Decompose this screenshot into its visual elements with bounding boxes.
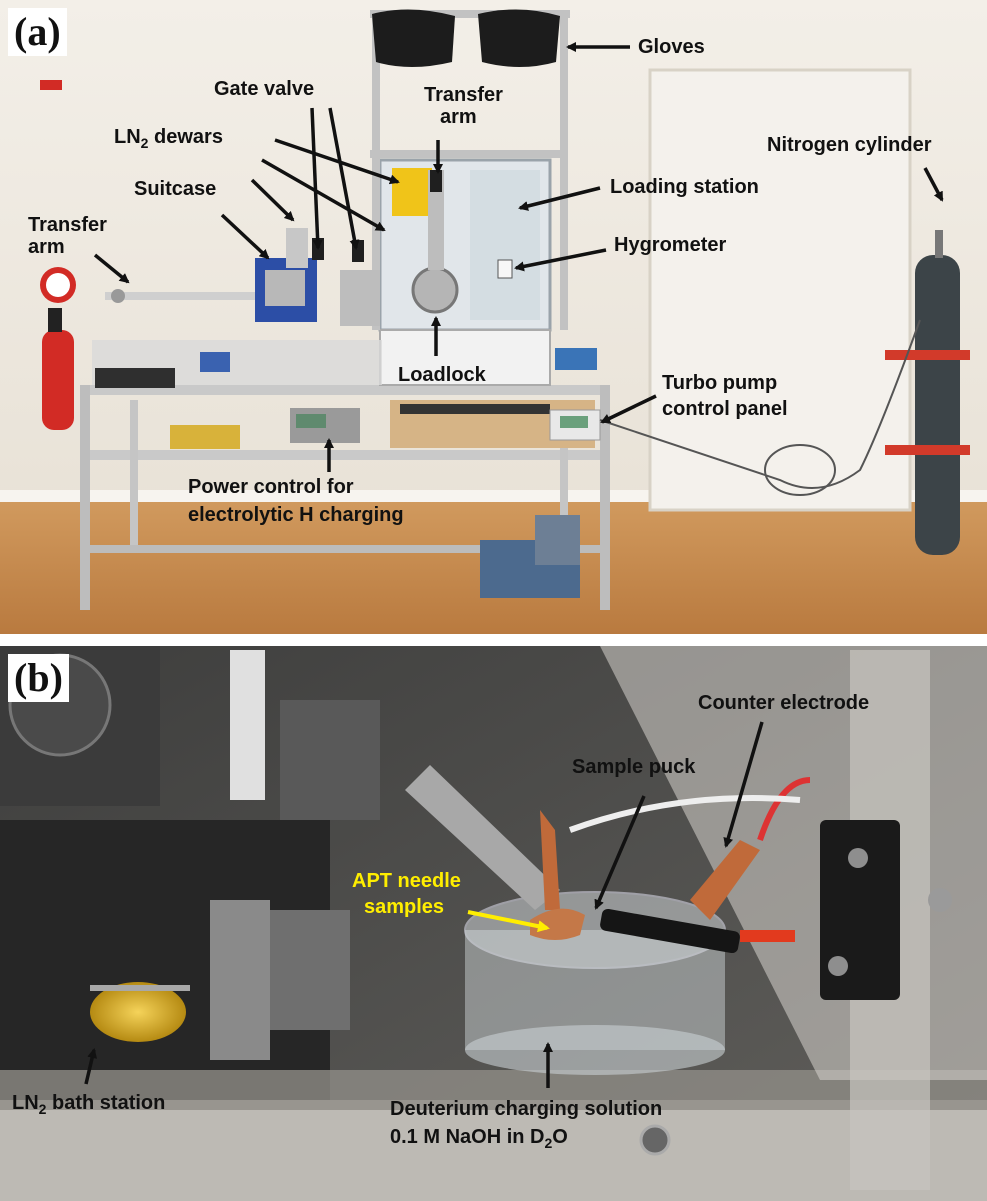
apt-needle-label-line2: samples [364,896,445,918]
panel-a-photo [0,0,987,634]
hygrometer-label: Hygrometer [614,234,727,256]
suitcase-label: Suitcase [134,178,217,200]
turbo-pump-label-line1: Turbo pump [662,372,778,394]
power-control-label-line1: Power control for [188,476,354,498]
turbo-pump-label-line2: control panel [662,398,788,420]
panel-a-label: (a) [8,8,67,56]
transfer-arm-left-label-line2: arm [28,236,65,258]
transfer-arm-top-label-line1: Transfer [424,84,503,106]
transfer-arm-left-label-line1: Transfer [28,214,107,236]
counter-electrode-label: Counter electrode [698,692,870,714]
power-control-label-line2: electrolytic H charging [188,504,404,526]
loading-station-label: Loading station [610,176,759,198]
loadlock-label: Loadlock [398,364,486,386]
gate-valve-label: Gate valve [214,78,315,100]
ln2-bath-station-label: LN2 bath station [12,1092,166,1117]
nitrogen-cylinder-label: Nitrogen cylinder [767,134,932,156]
panel-b-label: (b) [8,654,69,702]
panel-b-photo [0,646,987,1201]
deuterium-solution-label-line2: 0.1 M NaOH in D2O [390,1126,568,1151]
apt-needle-label-line1: APT needle [352,870,461,892]
sample-puck-label: Sample puck [572,756,696,778]
transfer-arm-top-label-line2: arm [440,106,477,128]
deuterium-solution-label-line1: Deuterium charging solution [390,1098,663,1120]
ln2-dewars-label: LN2 dewars [114,126,223,151]
panel-a-arrows [93,42,944,472]
panel-b-arrows [84,721,764,1088]
gloves-label: Gloves [638,36,705,58]
